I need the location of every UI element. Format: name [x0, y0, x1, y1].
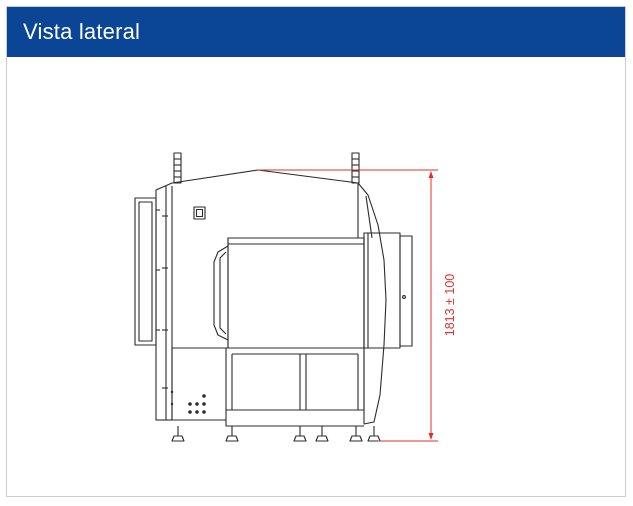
dimension-arrow-bottom	[428, 433, 434, 440]
panel-header: Vista lateral	[7, 7, 625, 57]
dimension-arrow-top	[428, 171, 434, 178]
machine-body	[155, 169, 387, 425]
height-dimension-label: 1813 ± 100	[443, 274, 457, 337]
side-view-panel: Vista lateral	[6, 6, 626, 497]
leveling-feet	[171, 426, 381, 442]
rear-door	[134, 197, 160, 346]
control-box	[193, 206, 206, 220]
front-door	[363, 232, 413, 349]
panel-title: Vista lateral	[23, 19, 141, 44]
exhaust-pipe-left	[173, 152, 182, 184]
central-chamber	[213, 237, 365, 349]
exhaust-pipe-right	[351, 152, 360, 184]
vent-holes	[170, 390, 206, 414]
base-frame	[156, 347, 365, 427]
height-dimension	[258, 169, 438, 442]
machine-outline	[134, 152, 413, 442]
